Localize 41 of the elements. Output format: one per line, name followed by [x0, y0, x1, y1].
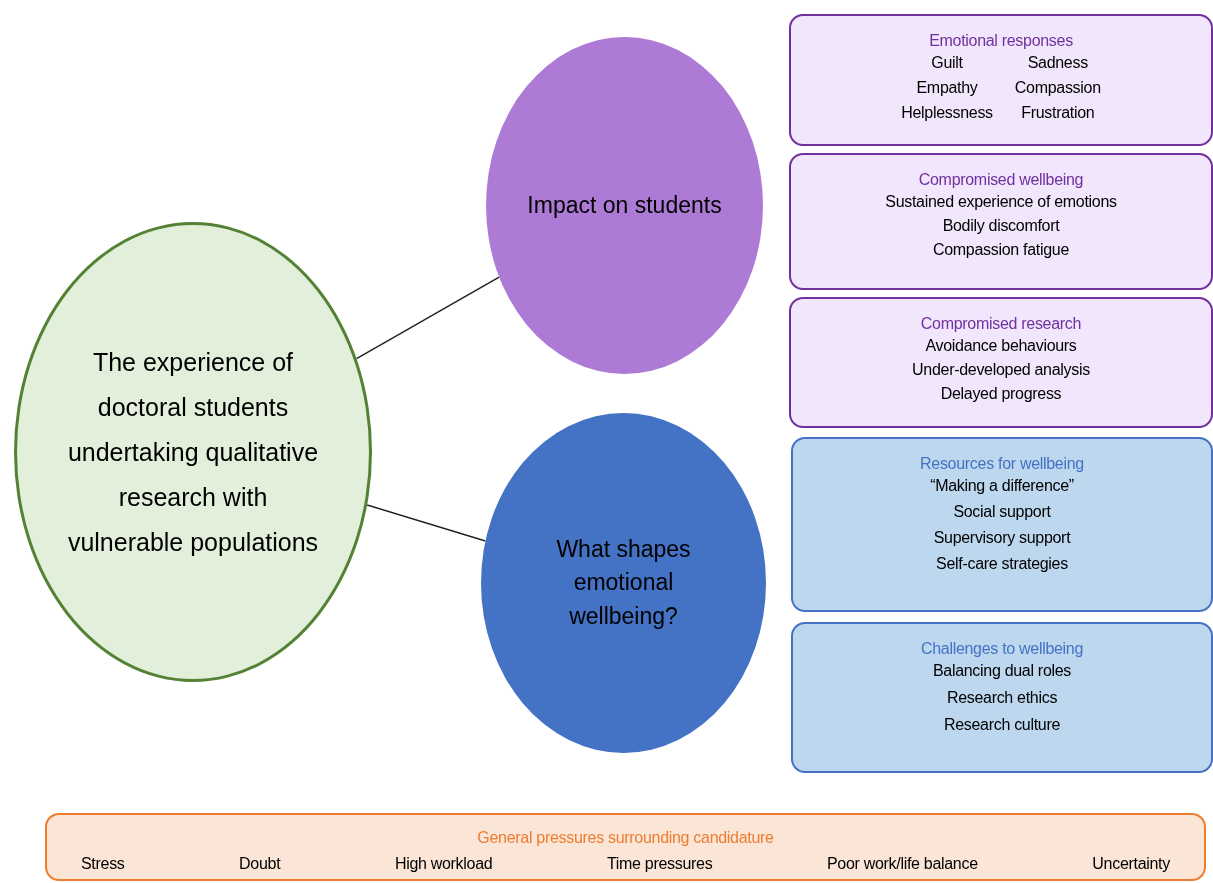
list-item: Balancing dual roles: [932, 662, 1072, 680]
list-item: Bodily discomfort: [942, 217, 1060, 235]
list-item: Empathy: [915, 79, 979, 97]
category-box: [789, 14, 1213, 146]
theme-label: The experience of doctoral students undertaking qualitative research with vulnerable populations: [67, 346, 319, 558]
list-item: Doubt: [239, 855, 281, 873]
theme-label: What shapes emotional wellbeing?: [555, 535, 692, 631]
category-heading: Compromised wellbeing: [918, 171, 1084, 189]
list-item: Poor work/life balance: [826, 855, 978, 873]
category-heading: Resources for wellbeing: [920, 455, 1084, 473]
category-heading: Emotional responses: [929, 32, 1073, 50]
list-item: Sadness: [1026, 54, 1089, 72]
list-item: Helplessness: [901, 104, 993, 122]
category-heading: General pressures surrounding candidature: [477, 829, 774, 847]
category-box: [791, 622, 1213, 773]
list-item: Compassion fatigue: [933, 241, 1069, 259]
list-item: Guilt: [930, 54, 964, 72]
list-item: Sustained experience of emotions: [885, 193, 1117, 211]
category-box: [45, 813, 1206, 881]
list-item: Compassion: [1014, 79, 1101, 97]
list-item: Under-developed analysis: [912, 361, 1090, 379]
connector-line: [355, 276, 500, 360]
list-item: Research ethics: [946, 689, 1058, 707]
category-heading: Challenges to wellbeing: [920, 640, 1084, 658]
list-item: Self-care strategies: [936, 555, 1068, 573]
list-item: Frustration: [1020, 104, 1096, 122]
list-item: Supervisory support: [933, 529, 1071, 547]
list-item: Avoidance behaviours: [925, 337, 1077, 355]
list-item: Delayed progress: [940, 385, 1062, 403]
list-item: “Making a difference”: [930, 477, 1074, 495]
list-item: High workload: [394, 855, 493, 873]
category-box: [789, 153, 1213, 290]
category-heading: Compromised research: [920, 315, 1082, 333]
theme-label: Impact on students: [527, 190, 722, 220]
list-item: Social support: [953, 503, 1051, 521]
list-item: Stress: [81, 855, 125, 873]
category-box: [789, 297, 1213, 428]
list-item: Time pressures: [606, 855, 713, 873]
list-item: Uncertainty: [1092, 855, 1170, 873]
category-box: [791, 437, 1213, 612]
list-item: Research culture: [943, 716, 1061, 734]
